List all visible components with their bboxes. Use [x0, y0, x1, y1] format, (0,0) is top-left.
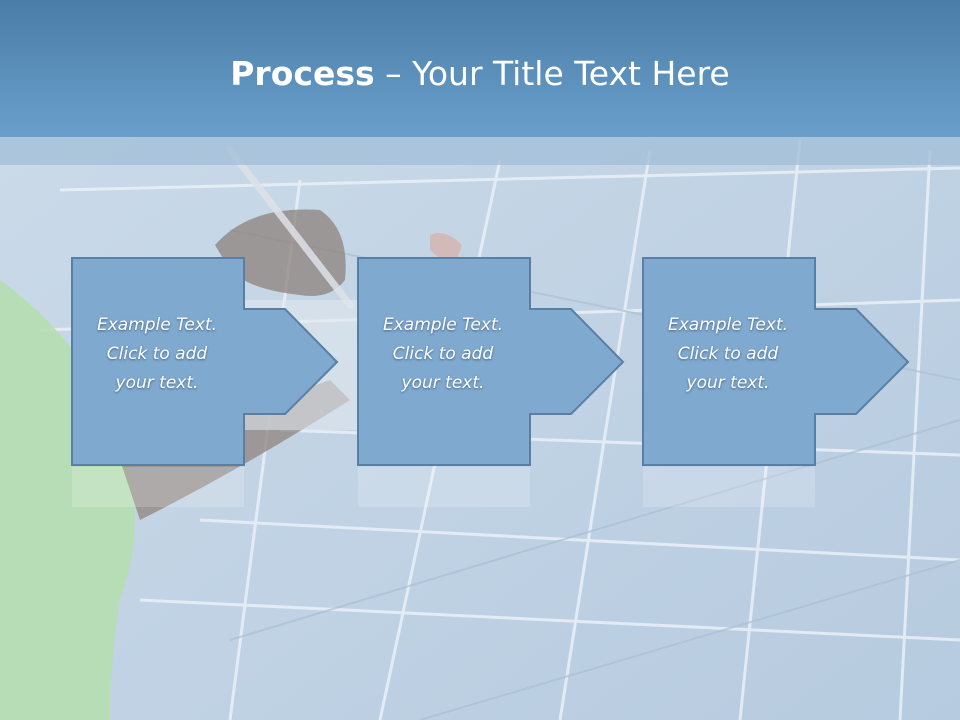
- arrow-box-shape: [357, 257, 625, 507]
- title-rest: – Your Title Text Here: [374, 54, 730, 93]
- process-step-3[interactable]: Example Text. Click to add your text.: [642, 257, 942, 507]
- slide-title[interactable]: Process – Your Title Text Here: [0, 52, 960, 96]
- arrow-box-shape: [71, 257, 339, 507]
- arrow-box-shape: [642, 257, 910, 507]
- step-text: Example Text. Click to add your text.: [667, 315, 789, 393]
- process-step-1[interactable]: Example Text. Click to add your text.: [71, 257, 371, 507]
- title-strip: [0, 137, 960, 165]
- step-text: Example Text. Click to add your text.: [382, 315, 504, 393]
- step-text: Example Text. Click to add your text.: [96, 315, 218, 393]
- title-bar: [0, 0, 960, 137]
- title-bold: Process: [230, 54, 375, 93]
- process-step-2[interactable]: Example Text. Click to add your text.: [357, 257, 657, 507]
